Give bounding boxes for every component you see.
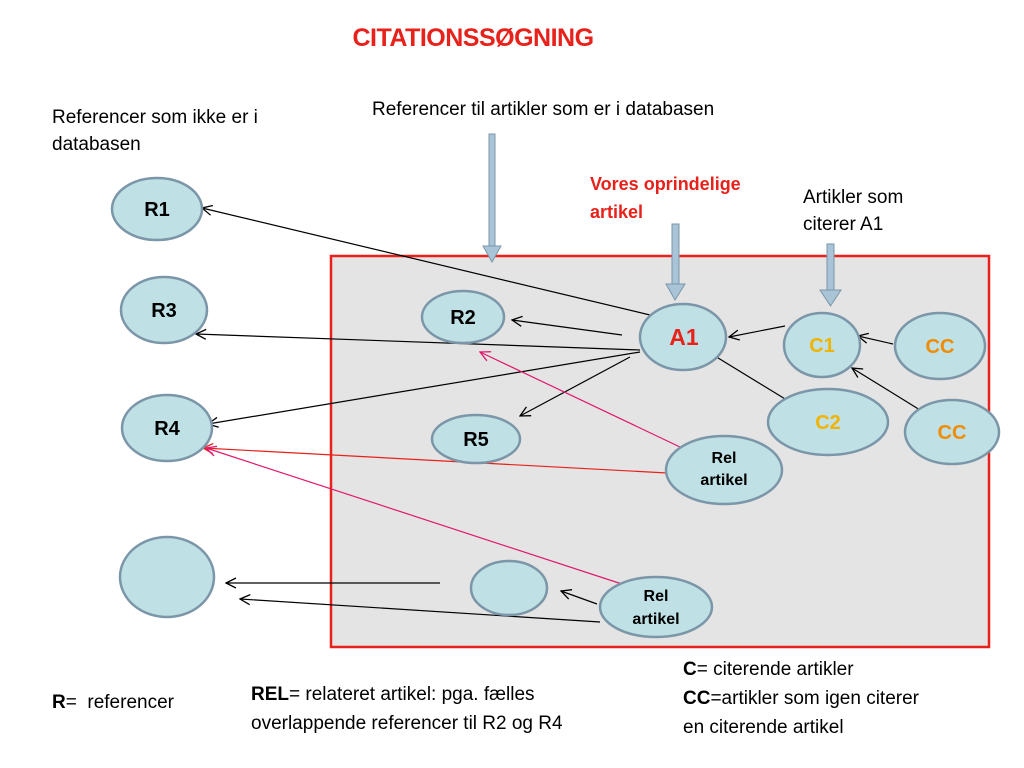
node-label: C1: [809, 335, 835, 357]
node-label: artikel: [632, 611, 679, 628]
legend-rel: REL= relateret artikel: pga. fælles over…: [251, 680, 563, 738]
node-label: R5: [463, 429, 489, 451]
node-c2: C2: [766, 387, 890, 457]
node-label: R1: [144, 199, 170, 221]
node-cc-bottom: CC: [903, 398, 1001, 466]
node-label: CC: [938, 422, 967, 444]
arrow-cc-to-c1: [852, 368, 921, 411]
down-arrow-original-article: [665, 223, 686, 301]
label-line: Vores oprindelige: [590, 174, 741, 194]
node-rel-bottom: Rel artikel: [598, 575, 714, 639]
legend-key: R: [52, 692, 66, 713]
legend-line: REL= relateret artikel: pga. fælles: [251, 680, 563, 709]
arrow-rel-to-r2: [480, 352, 681, 448]
node-cc-top: CC: [893, 311, 987, 381]
legend-text: = relateret artikel: pga. fælles: [289, 684, 535, 705]
legend-line: CC=artikler som igen citerer: [683, 684, 919, 713]
arrow-rel-to-r4: [203, 448, 668, 474]
label-line: Referencer som ikke er i: [52, 107, 258, 128]
arrow-a1-to-r4: [208, 351, 641, 424]
label-citing-articles: Artikler som citerer A1: [803, 184, 903, 238]
node-label: R4: [154, 418, 180, 440]
arrow-a1-to-r2: [512, 320, 623, 336]
legend-line: C= citerende artikler: [683, 655, 919, 684]
node-small-unlabeled: [469, 559, 549, 617]
node-label: A1: [669, 324, 699, 350]
node-label: R2: [450, 307, 476, 329]
down-arrow-refs-in-db: [482, 133, 502, 264]
node-a1: A1: [638, 302, 728, 372]
label-line: citerer A1: [803, 214, 884, 235]
label-refs-in-database: Referencer til artikler som er i databas…: [372, 99, 715, 120]
legend-text: = referencer: [65, 692, 174, 713]
legend-r: R= referencer: [52, 688, 174, 717]
arrow-a1-to-r5: [520, 356, 631, 416]
label-line: databasen: [52, 134, 141, 155]
arrow-c1-to-a1: [729, 325, 786, 337]
node-label: C2: [815, 412, 841, 434]
legend-text: =artikler som igen citerer: [710, 688, 919, 709]
legend-key: CC: [683, 688, 711, 709]
arrow-rel-to-external: [240, 599, 601, 623]
node-external-unlabeled: [118, 535, 216, 619]
node-label: artikel: [700, 472, 747, 489]
node-r4: R4: [120, 393, 214, 463]
legend-key: C: [683, 659, 697, 680]
label-original-article: Vores oprindelige artikel: [590, 170, 741, 226]
node-r1: R1: [110, 176, 204, 242]
node-label: Rel: [712, 450, 737, 467]
node-r5: R5: [430, 413, 522, 465]
node-rel-top: Rel artikel: [664, 434, 784, 506]
label-line: artikel: [590, 202, 644, 222]
legend-line: en citerende artikel: [683, 717, 844, 738]
label-refs-not-in-database: Referencer som ikke er i databasen: [52, 104, 258, 158]
node-r3: R3: [119, 275, 209, 345]
arrow-cc-to-c1: [858, 336, 894, 345]
node-label: CC: [926, 336, 955, 358]
down-arrow-citing-articles: [819, 243, 842, 307]
node-c1: C1: [782, 311, 862, 379]
arrow-a1-to-r1: [202, 208, 651, 316]
arrow-a1-to-r3: [196, 334, 641, 351]
node-label: R3: [151, 300, 177, 322]
legend-citing: C= citerende artikler CC=artikler som ig…: [683, 655, 919, 742]
node-label: Rel: [644, 588, 669, 605]
legend-line: overlappende referencer til R2 og R4: [251, 713, 563, 734]
node-r2: R2: [420, 289, 506, 345]
label-line: Artikler som: [803, 187, 904, 208]
page-title: CITATIONSSØGNING: [352, 24, 594, 52]
arrow-rel-to-r4: [206, 448, 629, 587]
legend-text: = citerende artikler: [696, 659, 854, 680]
legend-key: REL: [251, 684, 289, 705]
arrow-rel-to-small-node: [561, 591, 598, 605]
